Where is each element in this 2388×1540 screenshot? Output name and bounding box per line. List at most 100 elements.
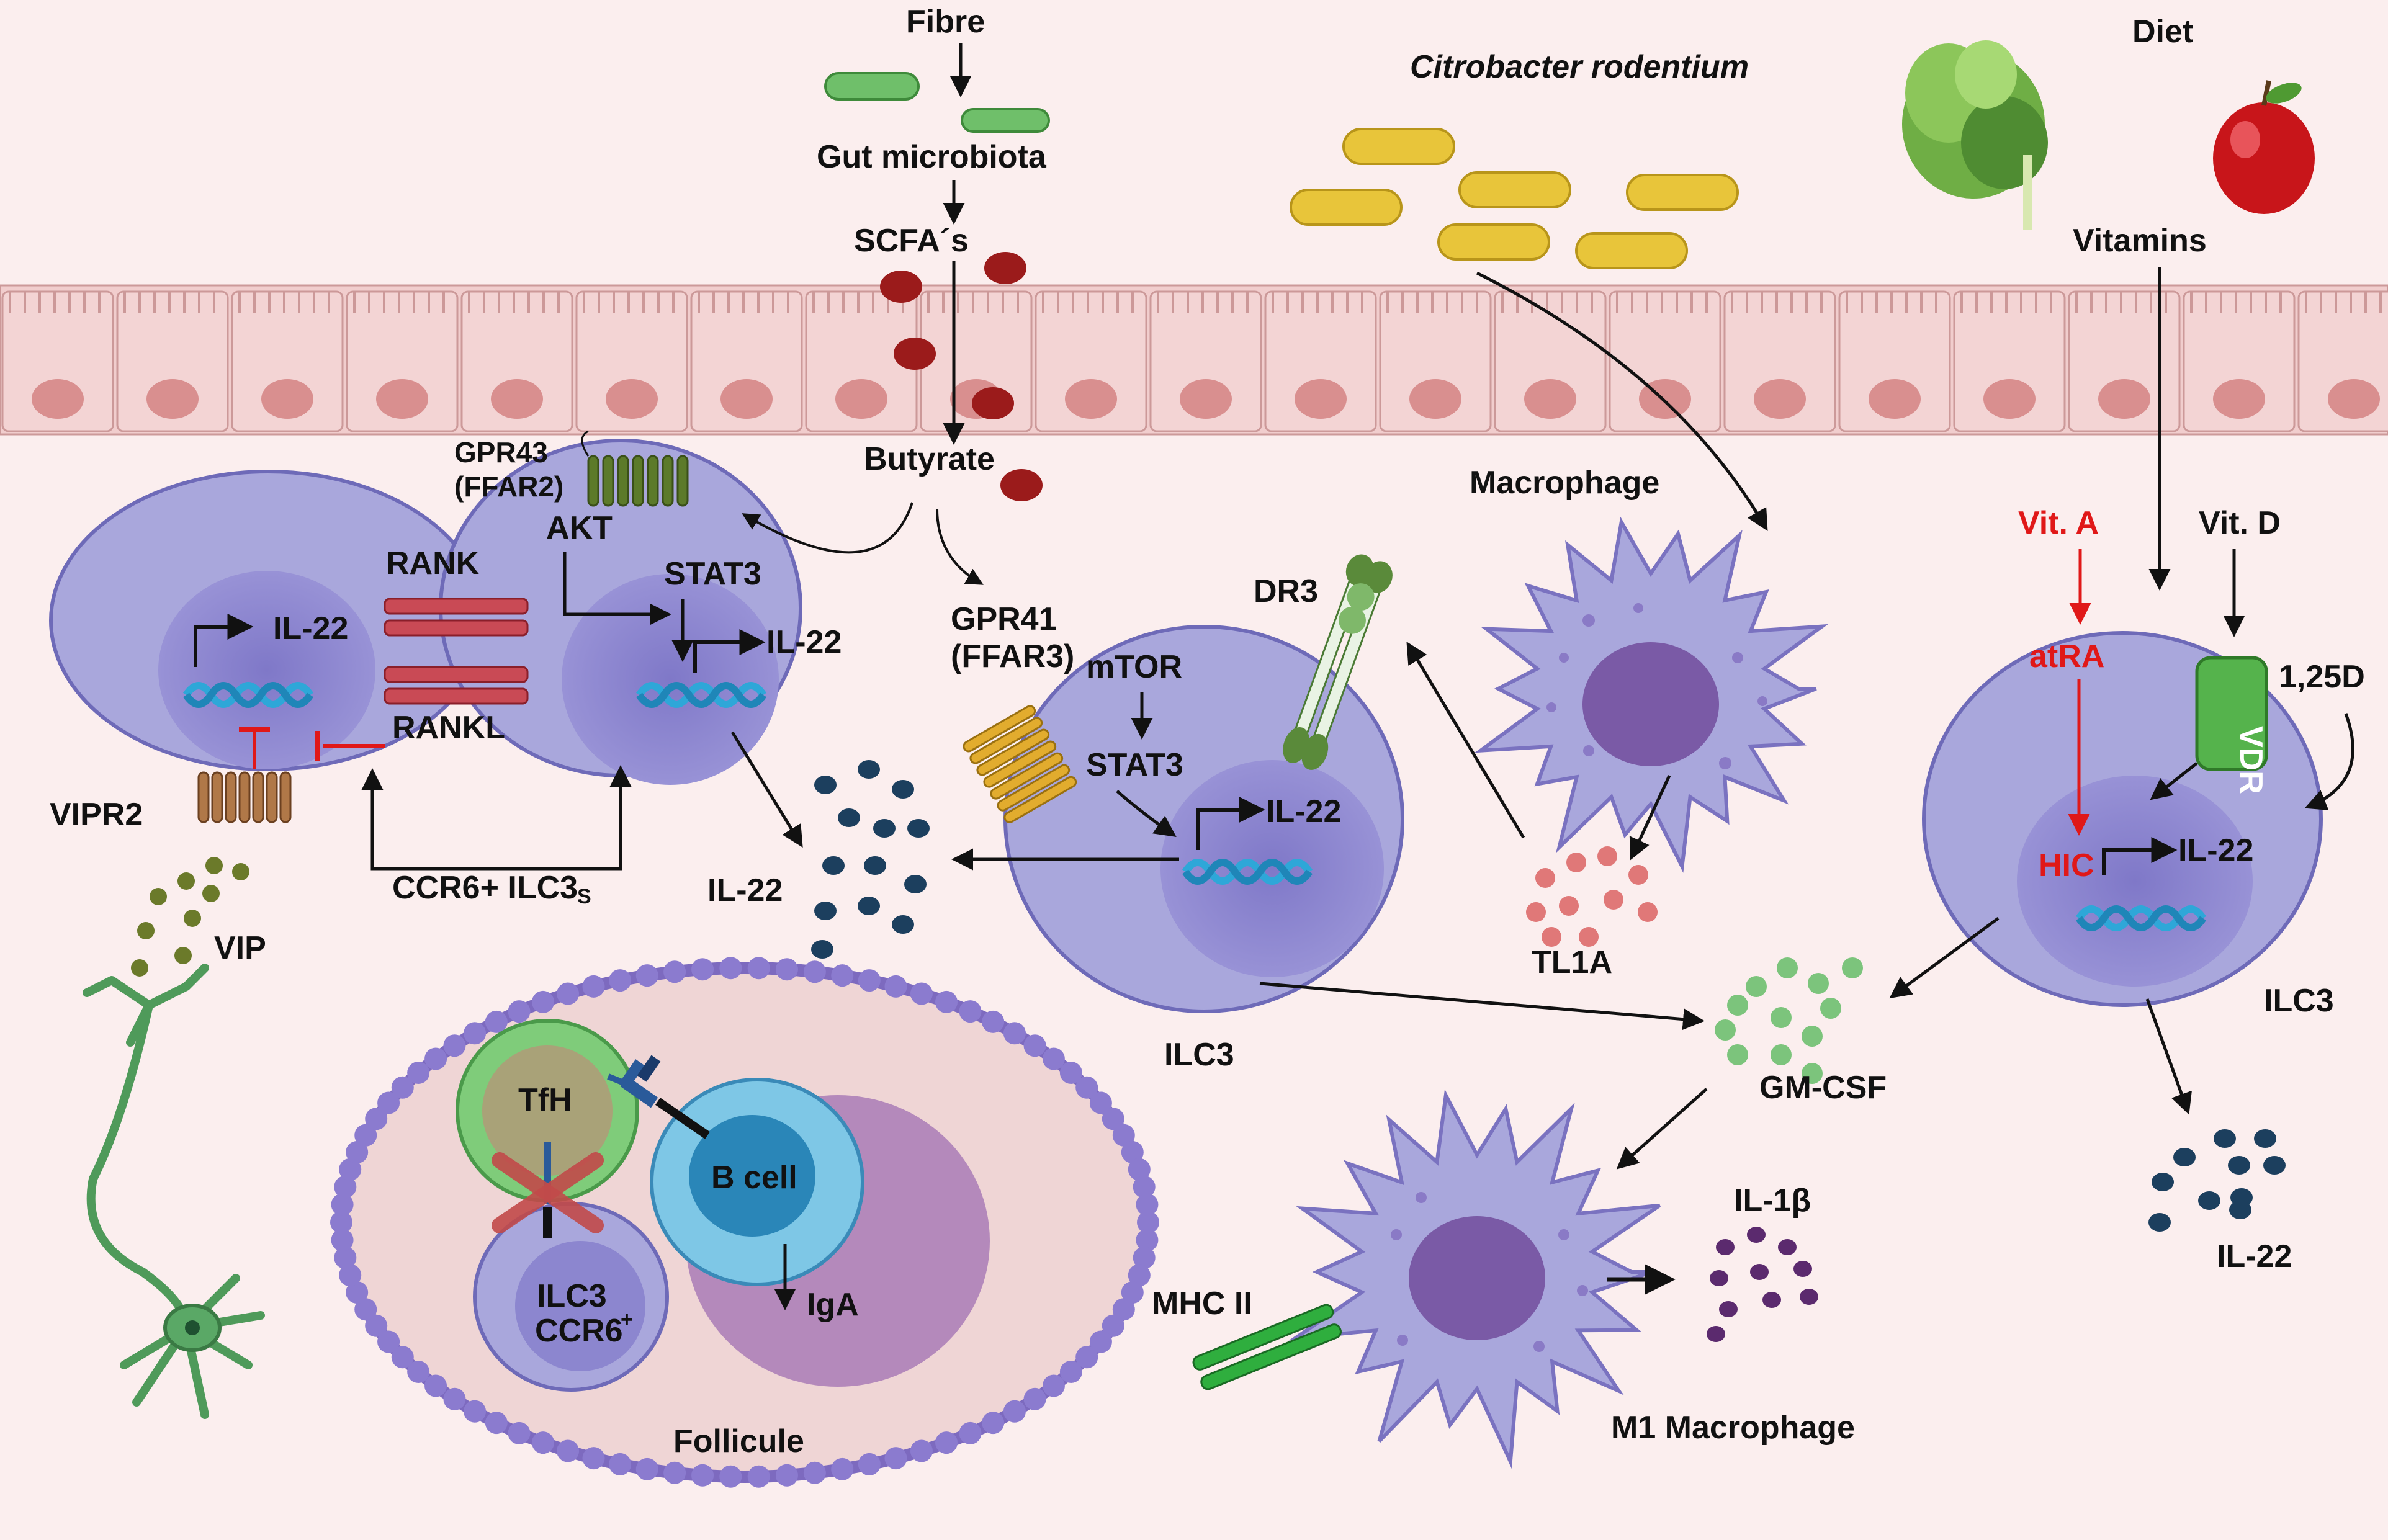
- microbe-icon: [961, 108, 1050, 133]
- epithelial-nucleus: [146, 379, 199, 419]
- follicle-border-cell: [1137, 1211, 1159, 1233]
- follicle-border-cell: [609, 1453, 632, 1475]
- center-cell-il22: IL-22: [1266, 794, 1341, 830]
- follicle-border-cell: [346, 1281, 369, 1304]
- epithelial-nucleus: [1869, 379, 1921, 419]
- mid-cell-il22: IL-22: [766, 624, 842, 660]
- follicle-border-cell: [663, 1461, 686, 1484]
- epithelial-nucleus: [1180, 379, 1232, 419]
- tfh-cell: TfH: [456, 1019, 639, 1204]
- epithelial-nucleus: [606, 379, 658, 419]
- follicle-border-cell: [1102, 1314, 1124, 1337]
- follicle-border-cell: [391, 1346, 414, 1369]
- il1b-molecules: [1707, 1227, 1818, 1342]
- gpr41-ffar3-label: (FFAR3): [951, 638, 1074, 674]
- atra-label: atRA: [2029, 638, 2104, 674]
- epithelial-cell: [1035, 290, 1147, 432]
- follicle-border-cell: [935, 1431, 958, 1454]
- follicle-border-cell: [1112, 1124, 1135, 1147]
- microvilli: [9, 292, 101, 313]
- epithelial-nucleus: [261, 379, 313, 419]
- epithelial-nucleus: [835, 379, 887, 419]
- follicle-border-cell: [365, 1314, 388, 1337]
- epithelial-nucleus: [32, 379, 84, 419]
- epithelial-nucleus: [720, 379, 773, 419]
- epithelial-nucleus: [1983, 379, 2036, 419]
- dr3-receptor: DR3: [1254, 554, 1393, 770]
- follicle-border-cell: [334, 1247, 357, 1269]
- il22-right-secreted-label: IL-22: [2217, 1238, 2292, 1274]
- epithelial-cell: [1838, 290, 1951, 432]
- follicle-border-cell: [935, 990, 958, 1013]
- ilc3-follicle-label: ILC3: [537, 1278, 607, 1314]
- gpr43-label: GPR43: [454, 436, 548, 468]
- follicle-border-cell: [1023, 1034, 1046, 1057]
- epithelial-nucleus: [1754, 379, 1806, 419]
- tl1a-molecules: [1526, 846, 1658, 947]
- follicle-border-cell: [508, 1421, 531, 1444]
- diet-label: Diet: [2132, 14, 2193, 50]
- follicle-border-cell: [557, 1439, 580, 1462]
- follicule-label: Follicule: [673, 1423, 804, 1459]
- macrophage-label: Macrophage: [1470, 465, 1659, 501]
- microvilli: [927, 292, 1019, 313]
- follicle-border-cell: [485, 1412, 508, 1435]
- epithelial-cell: [1379, 290, 1492, 432]
- vipr2-label: VIPR2: [50, 797, 143, 833]
- follicle-border-cell: [1133, 1247, 1156, 1269]
- follicle-border-cell: [464, 1400, 487, 1423]
- follicle-border-cell: [334, 1175, 357, 1198]
- right-cell-il22: IL-22: [2178, 833, 2253, 869]
- vit-d-label: Vit. D: [2199, 505, 2281, 541]
- follicle-border-cell: [803, 960, 826, 983]
- follicle-border-cell: [1059, 1062, 1082, 1085]
- ilc3-center-label: ILC3: [1164, 1037, 1234, 1073]
- follicle-border-cell: [1128, 1158, 1151, 1181]
- mtor-label: mTOR: [1086, 649, 1182, 685]
- follicle-border-cell: [354, 1124, 377, 1147]
- fibre-pathway: Fibre Gut microbiota SCFA´s Butyrate: [817, 4, 1050, 501]
- follicle-border-cell: [719, 1465, 742, 1488]
- macrophage-cell: Macrophage: [1406, 465, 1828, 873]
- epithelial-cell: [690, 290, 803, 432]
- ccr6-ilc3s-subscript: S: [577, 885, 591, 908]
- gm-csf-molecules: [1715, 957, 1863, 1084]
- scfas-label: SCFA´s: [854, 223, 969, 259]
- follicle-border-cell: [1089, 1330, 1112, 1353]
- follicle-border-cell: [1059, 1360, 1082, 1383]
- gm-csf-label: GM-CSF: [1759, 1070, 1887, 1106]
- epithelial-nucleus: [491, 379, 543, 419]
- rank-rankl-interaction: RANK RANKL: [315, 545, 529, 761]
- follicle-border-cell: [582, 975, 605, 998]
- follicle-border-cell: [858, 1453, 881, 1475]
- m1-macrophage-label: M1 Macrophage: [1611, 1410, 1855, 1446]
- gpr41-label: GPR41: [951, 601, 1057, 637]
- microvilli: [1042, 292, 1134, 313]
- il22-secreted-cluster-left: [811, 760, 930, 959]
- follicle-border-cell: [331, 1229, 354, 1251]
- vdr-label: VDR: [2233, 726, 2269, 794]
- epithelial-cell: [1494, 290, 1607, 432]
- follicle-border-cell: [663, 960, 686, 983]
- right-ilc3-cell: Vit. A atRA HIC Vit. D VDR 1,25D IL-22 I…: [1889, 505, 2365, 1115]
- epithelial-cell: [116, 290, 229, 432]
- apple-icon: [2213, 80, 2315, 214]
- vitamins-label: Vitamins: [2073, 223, 2207, 259]
- vit-a-label: Vit. A: [2018, 505, 2099, 541]
- follicle-border-cell: [982, 1010, 1005, 1033]
- epithelial-cell: [1, 290, 114, 432]
- fibre-label: Fibre: [906, 4, 985, 40]
- vip-molecules: [131, 857, 249, 977]
- bacterium-icon: [1290, 189, 1403, 226]
- follicle-border-cell: [858, 969, 881, 992]
- follicle-border-cell: [1023, 1387, 1046, 1410]
- epithelial-nucleus: [1524, 379, 1576, 419]
- diet-inputs: Diet Vitamins: [1902, 14, 2315, 591]
- microvilli: [1272, 292, 1363, 313]
- microvilli: [2075, 292, 2167, 313]
- follicle-border-cell: [747, 957, 770, 980]
- vdr-receptor-icon: [2195, 656, 2268, 771]
- microvilli: [698, 292, 789, 313]
- follicle-border-cell: [691, 1464, 714, 1487]
